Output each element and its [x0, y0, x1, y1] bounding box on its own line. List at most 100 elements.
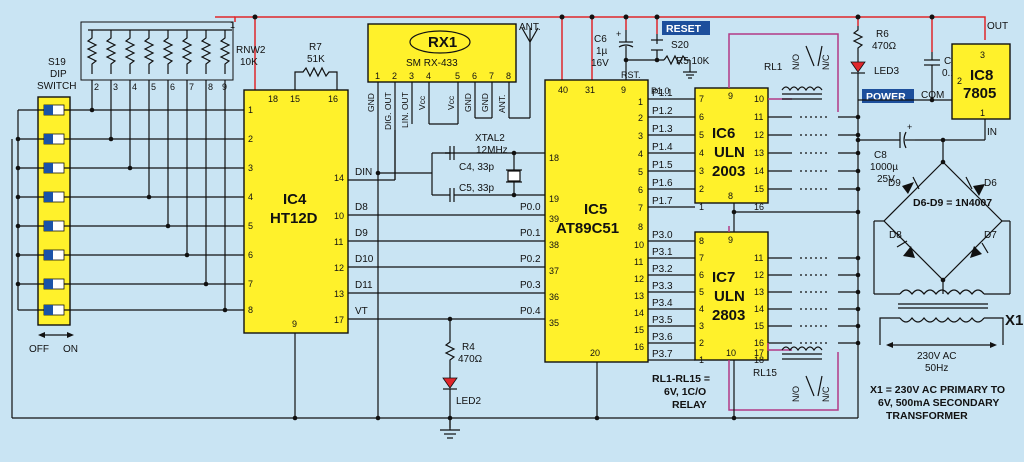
ic8-out-label: OUT [987, 21, 1008, 32]
ic5-pin-38: 38 [549, 240, 559, 250]
ic7-out-12: 12 [754, 270, 764, 280]
ic5-port-p0-0: P0.0 [520, 202, 541, 213]
decoder-data-wires [348, 130, 545, 320]
ic6-out-11: 11 [754, 112, 763, 122]
diode-d6: D6 [984, 178, 997, 189]
ic4-pin-5: 5 [248, 221, 253, 231]
ic5-pin-4: 4 [638, 149, 643, 159]
rx1-sig-gnd2: GND [463, 93, 473, 112]
led2-ref: LED2 [456, 396, 481, 407]
rx1-part: SM RX-433 [406, 58, 458, 69]
ic8-pin-3: 3 [980, 50, 985, 60]
ic7-out-11: 11 [754, 253, 763, 263]
ic4-part: HT12D [270, 210, 318, 227]
rx1-pin-7: 7 [489, 71, 494, 81]
ic7-ref: IC7 [712, 269, 735, 286]
ic4-pin-9: 9 [292, 319, 297, 329]
diode-d8: D8 [889, 230, 902, 241]
ic5-pin-10: 10 [634, 240, 644, 250]
antenna: ANT. [519, 22, 541, 44]
ic4-pin-2: 2 [248, 134, 253, 144]
ic6-pin-9: 9 [728, 91, 733, 101]
c8-ref: C8 [874, 150, 887, 161]
r6-value: 470Ω [872, 41, 897, 52]
ic4-signal-vt: VT [355, 306, 368, 317]
x1-note-line1: X1 = 230V AC PRIMARY TO [870, 384, 1005, 396]
ic4-ref: IC4 [283, 191, 307, 208]
ic8-com-label: COM [921, 90, 944, 101]
r4-ref: R4 [462, 342, 475, 353]
rx1-sig-dig-out: DIG. OUT [383, 92, 393, 130]
ic6-in-5: 5 [699, 130, 704, 140]
relay-supply-loops [728, 33, 839, 411]
s19-on-label: ON [63, 344, 78, 355]
ic4-signal-d10: D10 [355, 254, 374, 265]
ic4-pin-15: 15 [290, 94, 300, 104]
ic4-pin-11: 11 [334, 237, 343, 247]
diode-d9: D9 [888, 178, 901, 189]
ic5-port-p3-6: P3.6 [652, 332, 673, 343]
ic5-port-p1-1: P1.1 [652, 88, 673, 99]
ic5-pin-2: 2 [638, 113, 643, 123]
ic4-signal-d9: D9 [355, 228, 368, 239]
r6-ref: R6 [876, 29, 889, 40]
diode-d7: D7 [984, 230, 997, 241]
xtal-label: XTAL2 [475, 133, 505, 144]
ic5-pin-16: 16 [634, 342, 644, 352]
ic5-port-p3-3: P3.3 [652, 281, 673, 292]
ic4-pin-16: 16 [328, 94, 338, 104]
ic5-pin-35: 35 [549, 318, 559, 328]
s20-ref: S20 [671, 40, 689, 51]
ic6-pin-8: 8 [728, 191, 733, 201]
ic6-in-7: 7 [699, 94, 704, 104]
ic6-in-6: 6 [699, 112, 704, 122]
led3-ref: LED3 [874, 66, 899, 77]
ic5-pin-40: 40 [558, 85, 568, 95]
ic7-part2: 2803 [712, 307, 745, 324]
ic5-pin-39: 39 [549, 214, 559, 224]
ic6-out-12: 12 [754, 130, 764, 140]
rx1-sig-ant: ANT. [497, 95, 507, 113]
ic5-pin-20: 20 [590, 348, 600, 358]
resistor-r7: R7 51K [294, 42, 338, 90]
s19-label-switch: SWITCH [37, 81, 76, 92]
ic6-uln2003: IC6 ULN 2003 9 8 7 6 5 4 3 2 1 10 11 12 … [694, 87, 769, 232]
rx1-pin-3: 3 [409, 71, 414, 81]
ic7-in-6: 6 [699, 270, 704, 280]
ic7-in-4: 4 [699, 304, 704, 314]
relay-driver-outputs [768, 100, 861, 400]
address-junctions [15, 107, 228, 313]
ic5-port-p1-4: P1.4 [652, 142, 673, 153]
xtal-freq: 12MHz [476, 145, 508, 156]
ic5-port-p1-0: P1.0 [651, 86, 670, 96]
rx1-sig-vcc1: Vcc [417, 95, 427, 110]
ic7-part1: ULN [714, 288, 745, 305]
s19-ref: S19 [48, 57, 66, 68]
ic8-pin-2: 2 [957, 76, 962, 86]
ic6-out-16: 16 [754, 202, 764, 212]
transformer-x1: X1 230V AC 50Hz X1 = 230V AC PRIMARY TO … [870, 289, 1023, 422]
ic5-pin-36: 36 [549, 292, 559, 302]
ic5-port-p3-7: P3.7 [652, 349, 673, 360]
ic5-port-p1-5: P1.5 [652, 160, 673, 171]
ic6-in-1: 1 [699, 202, 704, 212]
ic5-part: AT89C51 [556, 220, 619, 237]
ic4-signal-d8: D8 [355, 202, 368, 213]
ic4-pin-1: 1 [248, 105, 253, 115]
ic5-port-p3-0: P3.0 [652, 230, 673, 241]
relay-rl15: RL15 N/O N/C [753, 346, 831, 402]
ic5-port-p1-6: P1.6 [652, 178, 673, 189]
svg-text:+: + [616, 29, 621, 39]
rx1-pin-8: 8 [506, 71, 511, 81]
ic7-out-18: 18 [754, 355, 764, 365]
decoder-signal-labels: DIN D8 D9 D10 D11 VT [355, 167, 374, 317]
c8-voltage: 25V [877, 174, 895, 185]
ic7-out-16: 16 [754, 338, 764, 348]
rx1-sig-lin-out: LIN. OUT [400, 92, 410, 128]
rl15-nc: N/C [821, 386, 831, 402]
rx1-pin-1: 1 [375, 71, 380, 81]
ground-bus [12, 400, 859, 439]
rl15-ref: RL15 [753, 368, 777, 379]
ic5-pin-14: 14 [634, 308, 644, 318]
